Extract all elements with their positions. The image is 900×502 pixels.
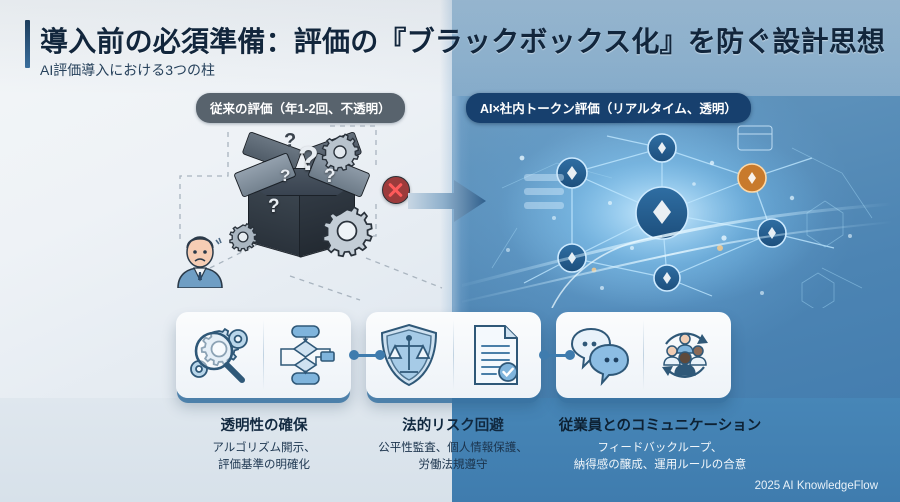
connector-bar (544, 353, 570, 357)
card-connector (539, 350, 575, 360)
black-box-graphic: ? ? ? ? ? (233, 130, 371, 259)
card-connector (349, 350, 385, 360)
pillar-caption-transparency: 透明性の確保 アルゴリズム開示、 評価基準の明確化 (173, 414, 355, 473)
pillar-title: 透明性の確保 (220, 418, 308, 434)
flowchart-icon (280, 325, 335, 385)
badge-ai-token-evaluation: AI×社内トークン評価（リアルタイム、透明） (466, 93, 751, 123)
question-mark-icon: ? (284, 130, 297, 152)
question-mark-icon: ? (268, 196, 280, 217)
pillar-card-legal-risk[interactable] (366, 312, 541, 398)
speech-bubbles-icon (570, 327, 630, 387)
card-divider (643, 320, 644, 390)
card-divider (453, 320, 454, 390)
title-accent-bar (25, 20, 30, 68)
magnifier-gears-icon (190, 327, 248, 383)
pillar-card-communication[interactable] (556, 312, 731, 398)
pillar-caption-communication: 従業員とのコミュニケーション フィードバックループ、 納得感の醸成、運用ルールの… (536, 414, 784, 473)
connector-bar (354, 353, 380, 357)
worried-employee-icon (177, 236, 223, 288)
pillar-body: アルゴリズム開示、 評価基準の明確化 (212, 442, 316, 471)
black-box-illustration: ? ? ? ? ? (170, 118, 450, 303)
bottom-band-left (0, 398, 452, 502)
connector-dot (375, 350, 385, 360)
pillar-title: 従業員とのコミュニケーション (558, 418, 762, 434)
document-check-icon (474, 325, 518, 385)
background-right-header (452, 0, 900, 96)
red-cross-mark-icon (382, 176, 410, 204)
badge-traditional-evaluation: 従来の評価（年1-2回、不透明） (196, 93, 405, 123)
page-title: 導入前の必須準備：評価の『ブラックボックス化』を防ぐ設計思想 (40, 26, 886, 57)
card-divider (263, 320, 264, 390)
transition-arrow-icon (408, 180, 486, 222)
pillar-card-transparency[interactable] (176, 312, 351, 398)
pillar-caption-legal-risk: 法的リスク回避 公平性監査、個人情報保護、 労働法規遵守 (358, 414, 548, 473)
gear-icon (229, 222, 258, 252)
gear-icon (322, 205, 373, 258)
pillar-title: 法的リスク回避 (402, 418, 504, 434)
bottom-band-right (452, 398, 900, 502)
pillar-body: 公平性監査、個人情報保護、 労働法規遵守 (378, 442, 528, 471)
question-mark-icon: ? (298, 140, 319, 178)
footer-credit: 2025 AI KnowledgeFlow (754, 480, 878, 492)
question-mark-icon: ? (280, 166, 291, 185)
connector-dot (565, 350, 575, 360)
background-bottom-band (0, 398, 900, 502)
shield-scales-icon (380, 323, 438, 387)
page-subtitle: AI評価導入における3つの柱 (40, 62, 216, 78)
pillar-body: フィードバックループ、 納得感の醸成、運用ルールの合意 (573, 442, 747, 471)
question-mark-icon: ? (324, 166, 336, 187)
ai-network-illustration (462, 118, 892, 308)
background-header-shade (0, 0, 900, 96)
gear-icon (321, 133, 360, 172)
team-cycle-icon (662, 332, 708, 378)
